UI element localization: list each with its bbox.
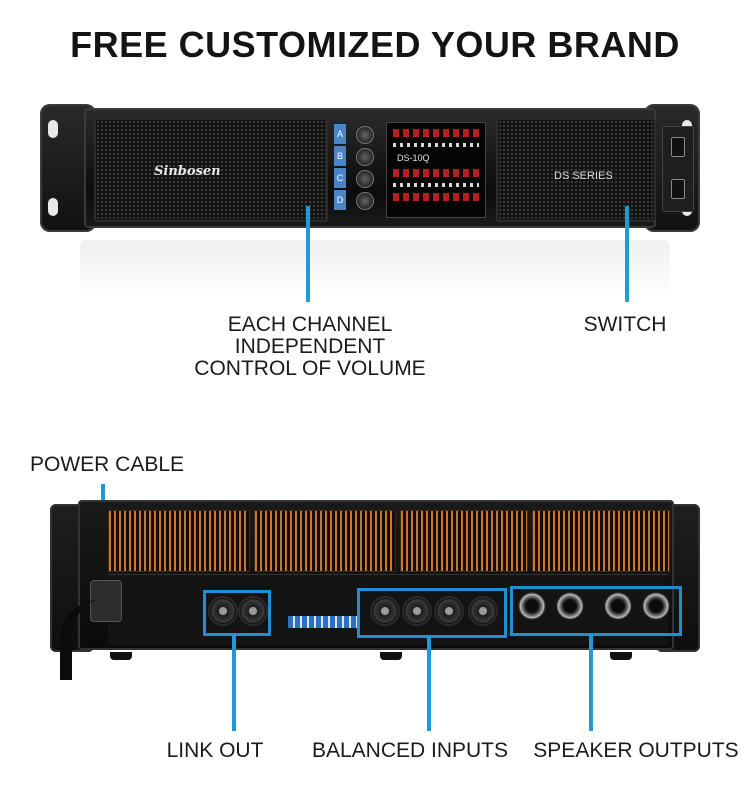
- balanced-input-xlr[interactable]: [402, 596, 432, 626]
- channel-tab: D: [334, 190, 346, 210]
- toggle-switch[interactable]: [671, 137, 685, 157]
- meter-row: [393, 183, 479, 187]
- status-display: DS-10Q: [386, 122, 486, 218]
- volume-callout-line: [306, 206, 310, 302]
- heatsink-fins: [108, 510, 250, 572]
- speaker-output-connector[interactable]: [518, 592, 546, 620]
- switch-callout-line: [625, 206, 629, 302]
- front-panel: Sinbosen A B C D DS-10Q DS SERIES: [84, 108, 694, 228]
- channel-tab: A: [334, 124, 346, 144]
- link-out-highlight: [203, 590, 271, 636]
- heatsink-fins: [400, 510, 528, 572]
- volume-knob-b[interactable]: [356, 148, 374, 166]
- balanced-inputs-callout: BALANCED INPUTS: [311, 739, 509, 762]
- heatsink-fins: [532, 510, 670, 572]
- balanced-input-xlr[interactable]: [468, 596, 498, 626]
- heatsink-fins: [254, 510, 396, 572]
- speaker-outputs-callout-line: [589, 633, 593, 731]
- balanced-input-xlr[interactable]: [434, 596, 464, 626]
- link-out-xlr[interactable]: [238, 596, 268, 626]
- right-grille: [496, 118, 656, 222]
- volume-callout-line-3: CONTROL OF VOLUME: [194, 357, 426, 380]
- meter-row: [393, 129, 479, 137]
- rack-foot: [610, 652, 632, 660]
- rack-foot: [380, 652, 402, 660]
- meter-row: [393, 169, 479, 177]
- power-cable-callout: POWER CABLE: [30, 453, 185, 476]
- link-out-xlr[interactable]: [208, 596, 238, 626]
- display-model: DS-10Q: [397, 153, 430, 163]
- channel-tab: C: [334, 168, 346, 188]
- brand-logo: Sinbosen: [154, 164, 221, 179]
- speaker-outputs-highlight: [510, 586, 682, 636]
- rack-hole: [48, 120, 58, 138]
- rear-panel: [78, 500, 674, 650]
- dip-switch-bank[interactable]: [288, 616, 358, 628]
- rack-hole: [48, 198, 58, 216]
- balanced-inputs-callout-line: [427, 635, 431, 731]
- volume-callout-line-2: INDEPENDENT: [234, 335, 386, 358]
- volume-callout: EACH CHANNEL INDEPENDENT CONTROL OF VOLU…: [180, 314, 440, 380]
- volume-knob-d[interactable]: [356, 192, 374, 210]
- channel-tab: B: [334, 146, 346, 166]
- power-switch[interactable]: [671, 179, 685, 199]
- power-switch-panel: [662, 126, 694, 212]
- link-out-callout: LINK OUT: [166, 739, 264, 762]
- balanced-inputs-highlight: [357, 588, 507, 638]
- link-out-callout-line: [232, 633, 236, 731]
- speaker-output-connector[interactable]: [642, 592, 670, 620]
- left-grille: [94, 118, 328, 222]
- meter-row: [393, 143, 479, 147]
- switch-callout: SWITCH: [583, 313, 667, 336]
- product-reflection: [80, 240, 670, 300]
- speaker-output-connector[interactable]: [604, 592, 632, 620]
- meter-row: [393, 193, 479, 201]
- volume-callout-line-1: EACH CHANNEL: [227, 313, 393, 336]
- amplifier-front-view: Sinbosen A B C D DS-10Q DS SERIES: [40, 104, 700, 234]
- channel-strip: A B C D: [334, 124, 346, 214]
- page-headline: FREE CUSTOMIZED YOUR BRAND: [70, 24, 680, 65]
- speaker-outputs-callout: SPEAKER OUTPUTS: [533, 739, 739, 762]
- model-badge: DS SERIES: [554, 170, 613, 182]
- volume-knob-c[interactable]: [356, 170, 374, 188]
- balanced-input-xlr[interactable]: [370, 596, 400, 626]
- amplifier-rear-view: [50, 500, 700, 680]
- speaker-output-connector[interactable]: [556, 592, 584, 620]
- volume-knob-a[interactable]: [356, 126, 374, 144]
- rack-foot: [110, 652, 132, 660]
